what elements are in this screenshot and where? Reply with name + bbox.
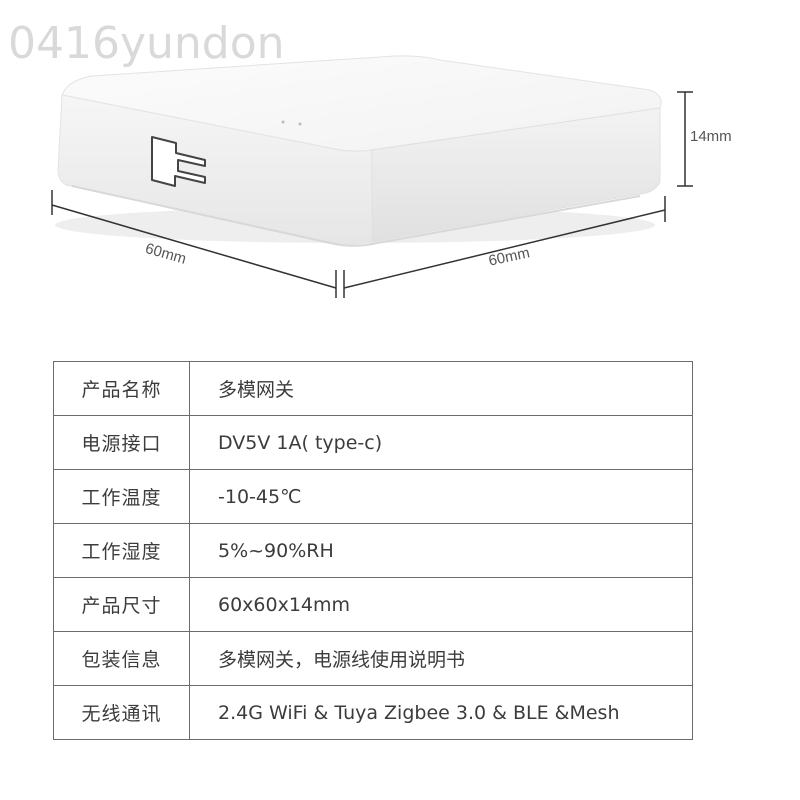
table-row: 电源接口 DV5V 1A( type-c) (53, 415, 693, 470)
spec-value: 60x60x14mm (189, 577, 693, 632)
table-row: 无线通讯 2.4G WiFi & Tuya Zigbee 3.0 & BLE &… (53, 685, 693, 740)
height-dimension-label: 14mm (690, 128, 732, 145)
spec-value: 多模网关，电源线使用说明书 (189, 631, 693, 686)
spec-key: 产品尺寸 (53, 577, 190, 632)
indicator-dot-icon (281, 120, 285, 124)
table-row: 产品尺寸 60x60x14mm (53, 577, 693, 632)
spec-value: 2.4G WiFi & Tuya Zigbee 3.0 & BLE &Mesh (189, 685, 693, 740)
spec-value: 多模网关 (189, 361, 693, 416)
spec-value: -10-45℃ (189, 469, 693, 524)
spec-value: DV5V 1A( type-c) (189, 415, 693, 470)
indicator-dot-icon (298, 122, 302, 126)
spec-key: 产品名称 (53, 361, 190, 416)
spec-key: 工作温度 (53, 469, 190, 524)
usb-c-port-icon (151, 136, 206, 187)
spec-table: 产品名称 多模网关 电源接口 DV5V 1A( type-c) 工作温度 -10… (53, 361, 693, 740)
device-left-face (57, 94, 373, 245)
left-width-dimension-line (51, 204, 337, 289)
product-illustration (51, 55, 693, 298)
device-right-face (371, 107, 661, 243)
spec-key: 无线通讯 (53, 685, 190, 740)
spec-key: 电源接口 (53, 415, 190, 470)
right-width-dimension-line (343, 209, 666, 289)
table-row: 产品名称 多模网关 (53, 361, 693, 416)
table-row: 包装信息 多模网关，电源线使用说明书 (53, 631, 693, 686)
watermark: 0416yundon (8, 18, 285, 69)
spec-value: 5%~90%RH (189, 523, 693, 578)
table-row: 工作温度 -10-45℃ (53, 469, 693, 524)
spec-key: 工作湿度 (53, 523, 190, 578)
device-foot (71, 185, 641, 247)
table-row: 工作湿度 5%~90%RH (53, 523, 693, 578)
spec-key: 包装信息 (53, 631, 190, 686)
